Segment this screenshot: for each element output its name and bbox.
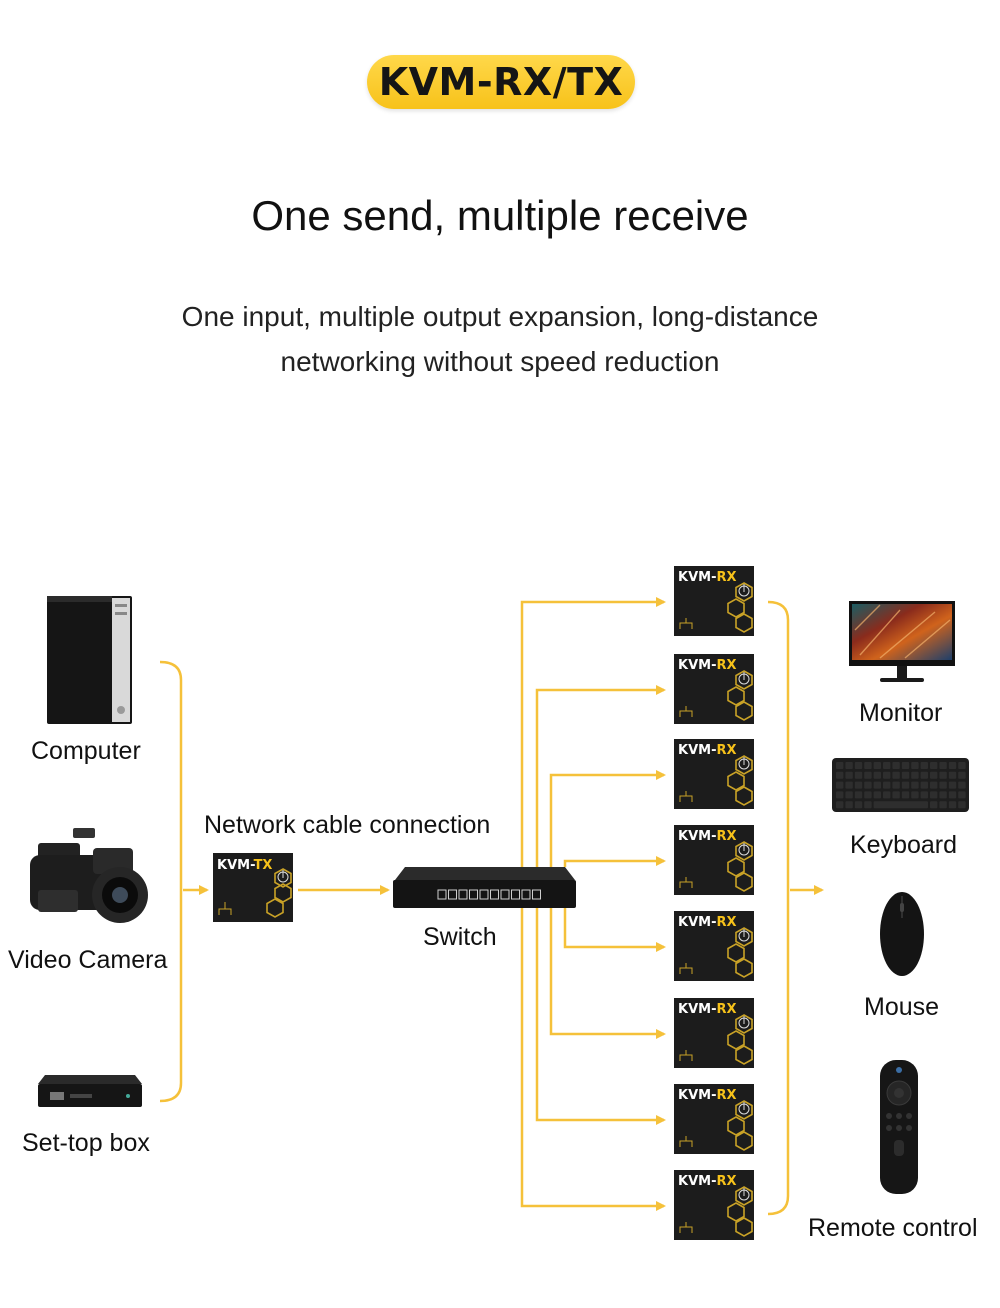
- switch-label: Switch: [423, 923, 497, 951]
- fanout-line: [520, 908, 666, 1211]
- kvm-rx-modules: KVM-RX KVM-RX KVM-RX KVM-RX KVM-RX KVM-RX KVM-…: [674, 566, 754, 1240]
- monitor-icon: [849, 601, 955, 682]
- kvm-tx-module: KVM-TX: [213, 853, 293, 922]
- rx-label: KVM-RX: [678, 570, 737, 585]
- switch-port: [448, 889, 457, 900]
- video-camera-icon: [30, 828, 148, 923]
- kvm-rx-module: KVM-RX: [674, 1170, 754, 1240]
- tx-brand: KVM-: [217, 858, 255, 873]
- mouse-icon: [880, 892, 924, 976]
- output-label-mouse: Mouse: [864, 993, 940, 1021]
- switch-port: [532, 889, 541, 900]
- switch-port: [469, 889, 478, 900]
- fanout-line: [535, 685, 666, 867]
- switch-port: [490, 889, 499, 900]
- source-label-video-camera: Video Camera: [8, 946, 168, 974]
- kvm-rx-module: KVM-RX: [674, 566, 754, 636]
- tx-type: TX: [254, 858, 273, 873]
- fanout-line: [535, 908, 666, 1125]
- kvm-rx-module: KVM-RX: [674, 825, 754, 895]
- output-label-remote-control: Remote control: [808, 1214, 978, 1242]
- svg-text:KVM-TX: KVM-TX: [217, 858, 272, 873]
- rx-label: KVM-RX: [678, 1088, 737, 1103]
- fanout-line: [549, 908, 666, 1039]
- headline: One send, multiple receive: [251, 192, 749, 239]
- switch-port: [521, 889, 531, 900]
- remote-control-icon: [880, 1060, 918, 1194]
- rx-label: KVM-RX: [678, 915, 737, 930]
- kvm-rx-module: KVM-RX: [674, 654, 754, 724]
- switch-port: [511, 889, 520, 900]
- fanout-line: [563, 856, 666, 867]
- rx-label: KVM-RX: [678, 743, 737, 758]
- rx-label: KVM-RX: [678, 1002, 737, 1017]
- switch-fanout-lines: [520, 597, 666, 1211]
- keyboard-icon: [832, 758, 969, 812]
- kvm-rx-module: KVM-RX: [674, 739, 754, 809]
- switch-port: [458, 889, 468, 900]
- switch-port: [479, 889, 489, 900]
- source-label-computer: Computer: [31, 737, 141, 765]
- kvm-rx-module: KVM-RX: [674, 998, 754, 1068]
- kvm-rx-module: KVM-RX: [674, 1084, 754, 1154]
- kvm-rx-module: KVM-RX: [674, 911, 754, 981]
- badge-text: KVM-RX/TX: [378, 60, 624, 104]
- subtitle-line-1: One input, multiple output expansion, lo…: [181, 301, 819, 332]
- connection-label: Network cable connection: [204, 811, 491, 839]
- output-label-monitor: Monitor: [859, 699, 943, 727]
- switch-port: [500, 889, 510, 900]
- switch-port: [437, 889, 447, 900]
- output-bracket: [767, 600, 790, 1216]
- subtitle-line-2: networking without speed reduction: [280, 346, 720, 377]
- rx-label: KVM-RX: [678, 1174, 737, 1189]
- network-switch: [393, 867, 576, 908]
- output-label-keyboard: Keyboard: [850, 831, 958, 859]
- rx-label: KVM-RX: [678, 829, 737, 844]
- computer-tower-icon: [47, 596, 132, 724]
- title-badge: KVM-RX/TX: [367, 55, 635, 109]
- source-label-set-top-box: Set-top box: [22, 1129, 150, 1157]
- source-bracket: [159, 660, 183, 1103]
- fanout-line: [549, 770, 666, 867]
- fanout-line: [563, 908, 666, 952]
- fanout-line: [520, 597, 666, 867]
- rx-label: KVM-RX: [678, 658, 737, 673]
- set-top-box-icon: [38, 1075, 142, 1107]
